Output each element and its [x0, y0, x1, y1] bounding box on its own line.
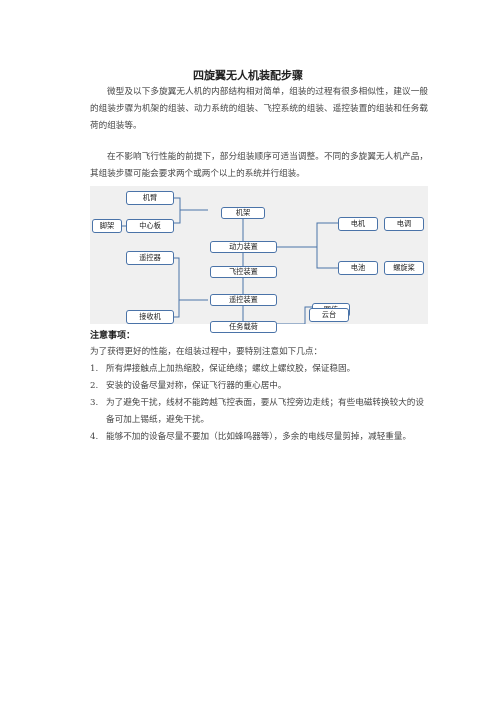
landing-gear-box: 脚架: [92, 219, 122, 233]
receiver-box: 接收机: [126, 310, 174, 324]
note-text: 能够不加的设备尽量不要加（比如蜂鸣器等），多余的电线尽量剪掉，减轻重量。: [106, 432, 412, 442]
frame-box: 机架: [221, 207, 265, 219]
note-text: 所有焊接触点上加热缩胶，保证绝缘；螺纹上螺纹胶，保证稳固。: [106, 364, 356, 374]
note-item: 3. 为了避免干扰，线材不能跨越飞控表面，要从飞控旁边走线；有些电磁转换较大的设…: [90, 395, 428, 429]
intro-paragraph: 微型及以下多旋翼无人机的内部结构相对简单，组装的过程有很多相似性，建议一般的组装…: [90, 87, 428, 131]
payload-bracket: [304, 306, 312, 324]
note-item: 1. 所有焊接触点上加热缩胶，保证绝缘；螺纹上螺纹胶，保证稳固。: [90, 361, 428, 378]
payload-box: 任务载荷: [210, 321, 277, 333]
gimbal-box: 云台: [309, 308, 349, 322]
center-board-box: 中心板: [126, 219, 174, 233]
power-bracket: [316, 222, 323, 269]
connector-lines: [122, 197, 338, 324]
note-text: 安装的设备尽量对称，保证飞行器的重心居中。: [106, 381, 287, 391]
esc-box: 电调: [384, 217, 424, 231]
document-title: 四旋翼无人机装配步骤: [193, 69, 303, 82]
motor-box: 电机: [338, 217, 378, 231]
order-paragraph: 在不影响飞行性能的前提下，部分组装顺序可适当调整。不同的多旋翼无人机产品，其组装…: [90, 152, 428, 179]
flight-controller-box: 飞控装置: [210, 266, 277, 278]
remote-device-box: 遥控装置: [210, 294, 277, 306]
propeller-box: 螺旋桨: [384, 261, 424, 275]
note-number: 3.: [90, 398, 99, 408]
note-item: 4. 能够不加的设备尽量不要加（比如蜂鸣器等），多余的电线尽量剪掉，减轻重量。: [90, 429, 428, 446]
notes-heading: 注意事项：: [90, 331, 136, 341]
note-number: 1.: [90, 364, 99, 374]
transmitter-box: 遥控器: [126, 251, 174, 265]
power-box: 动力装置: [210, 241, 277, 253]
note-text: 为了避免干扰，线材不能跨越飞控表面，要从飞控旁边走线；有些电磁转换较大的设备可加…: [106, 398, 424, 425]
left-top-bracket: [174, 197, 181, 224]
assembly-flow-diagram: 机臂 脚架 中心板 机架 动力装置 飞控装置 遥控装置 任务载荷 电机 电调 电…: [90, 186, 428, 333]
note-number: 2.: [90, 381, 99, 391]
battery-box: 电池: [338, 261, 378, 275]
note-number: 4.: [90, 432, 99, 442]
frame-arm-box: 机臂: [126, 191, 174, 205]
notes-intro: 为了获得更好的性能，在组装过程中，要特别注意如下几点：: [90, 347, 323, 357]
notes-list: 为了获得更好的性能，在组装过程中，要特别注意如下几点： 1. 所有焊接触点上加热…: [90, 344, 428, 446]
note-item: 2. 安装的设备尽量对称，保证飞行器的重心居中。: [90, 378, 428, 395]
remote-bracket: [174, 257, 180, 318]
